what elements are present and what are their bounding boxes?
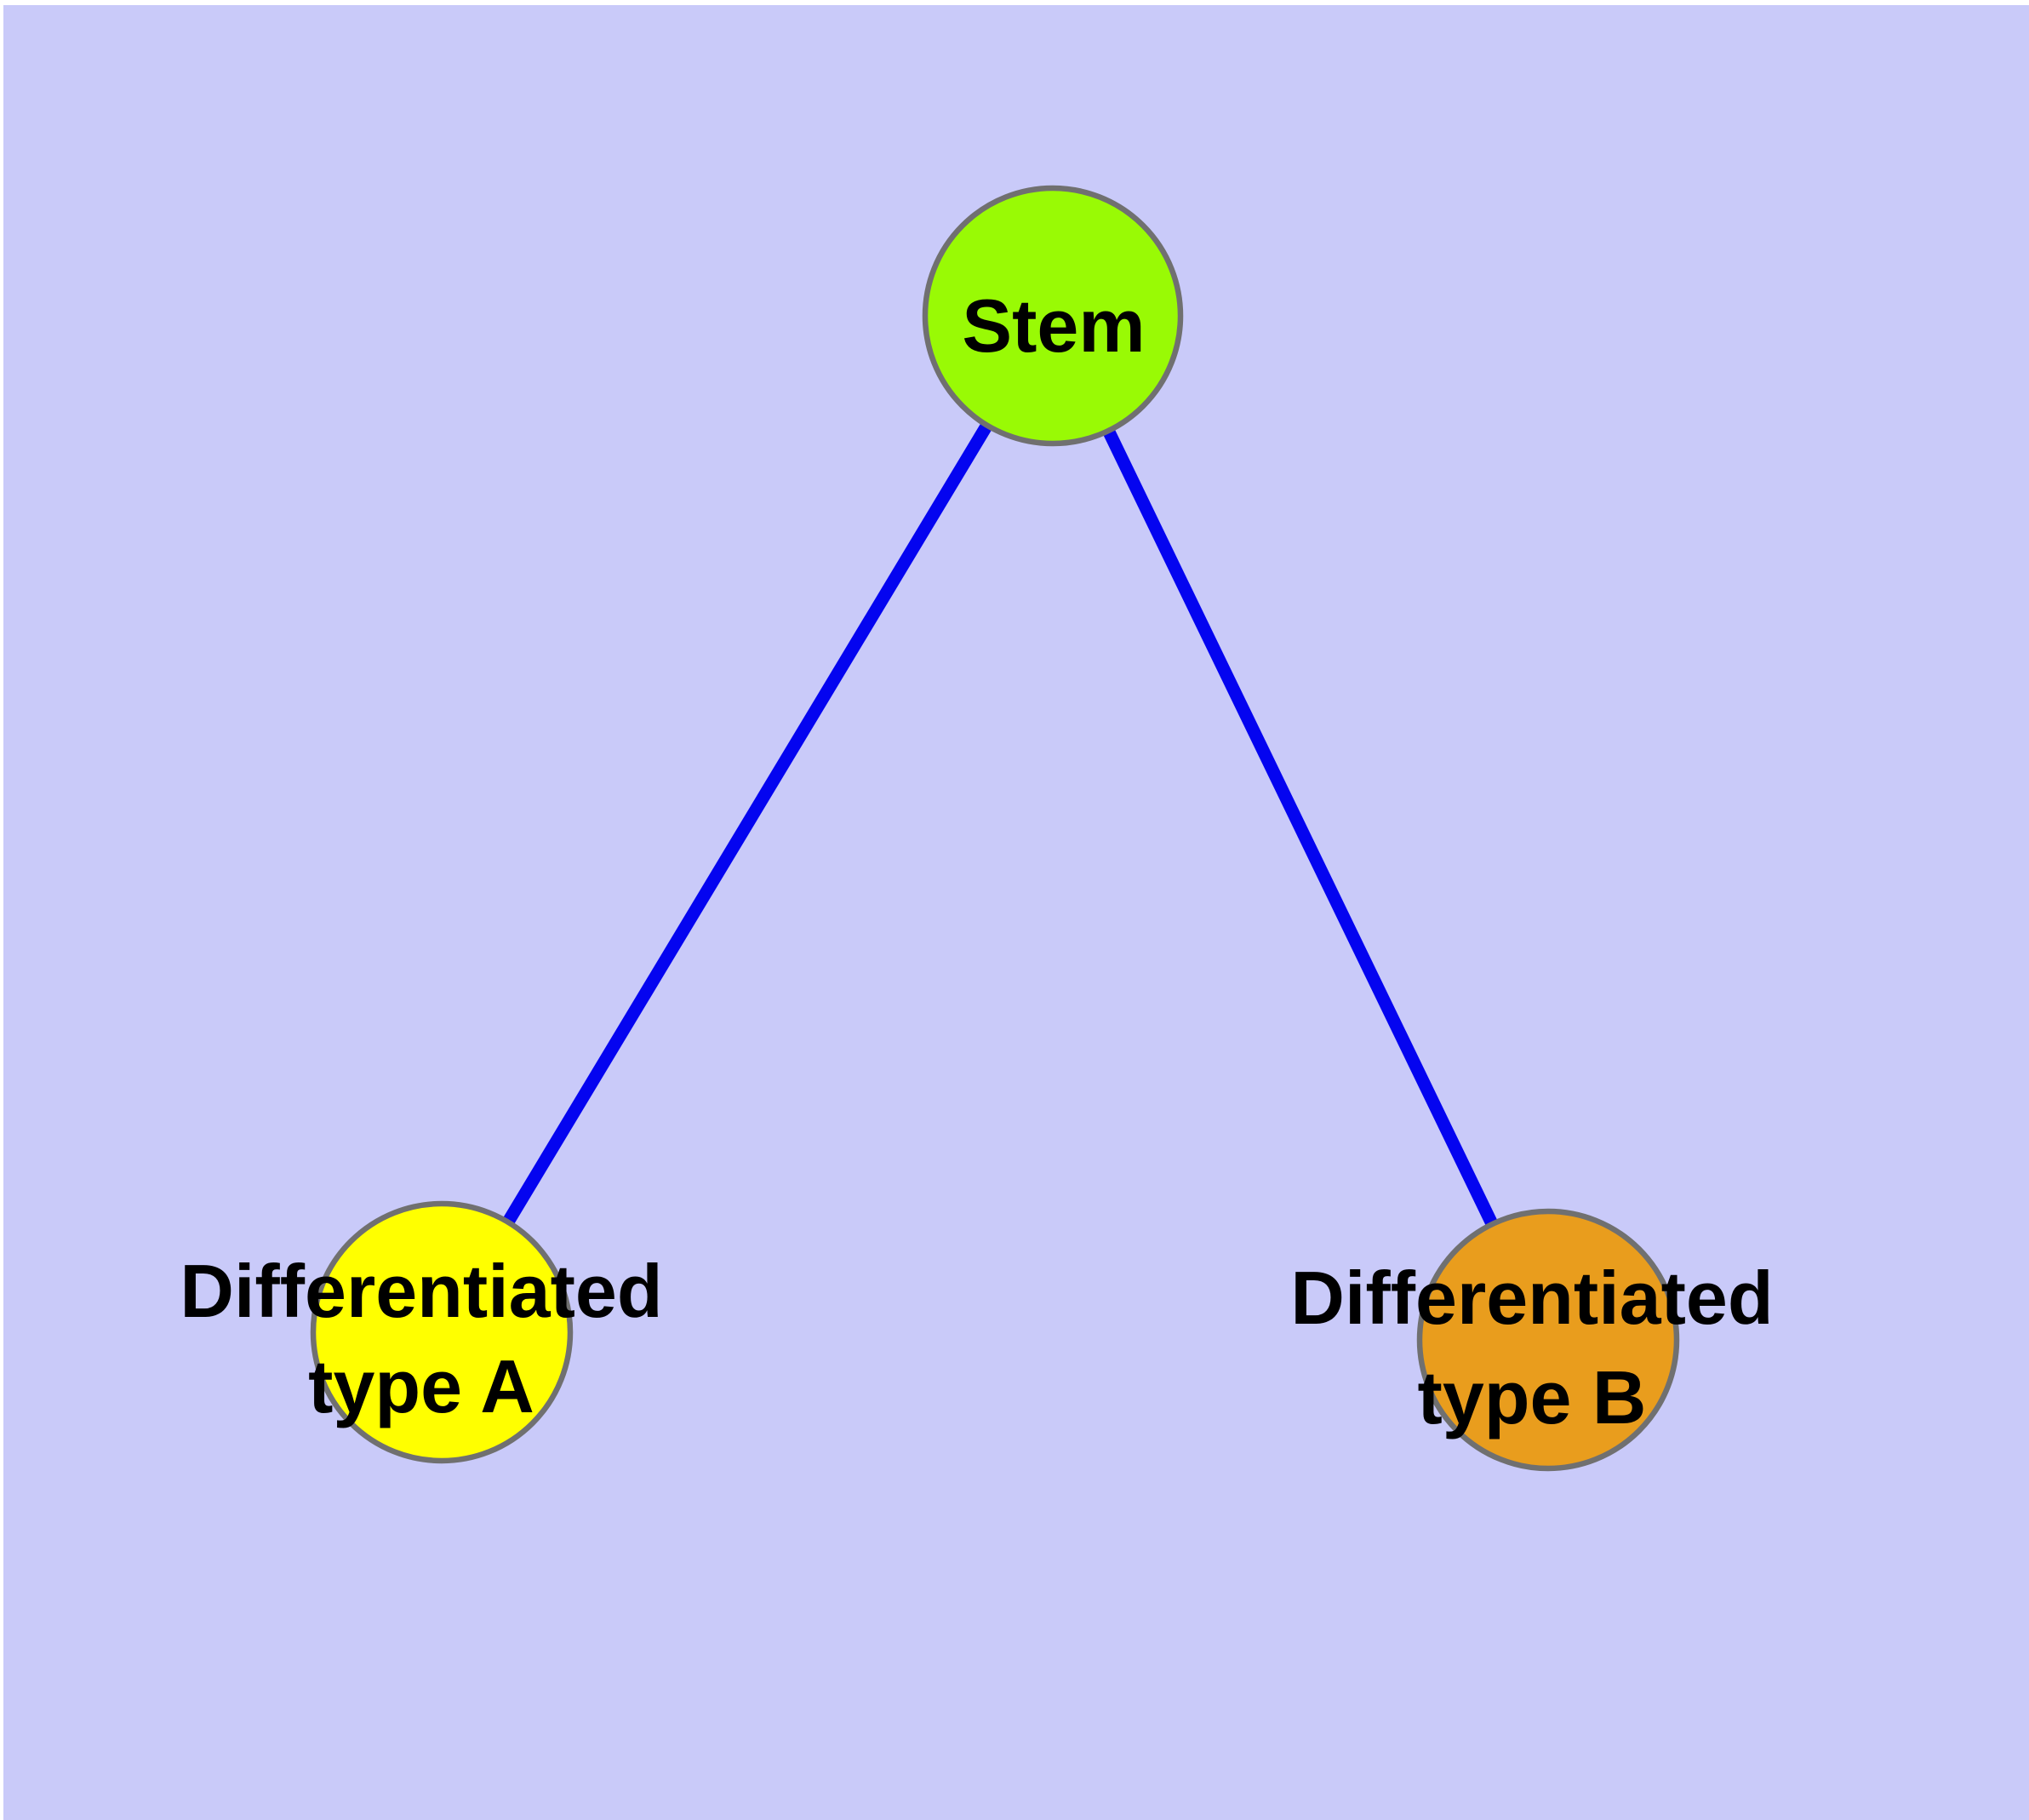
node-label-stem-line1: Stem <box>962 283 1145 368</box>
node-label-differentiated-type-b-line1: Differentiated <box>1290 1256 1773 1340</box>
edge-stem-to-differentiated-type-b <box>1047 312 1554 1343</box>
node-label-differentiated-type-b-line2: type B <box>1418 1355 1647 1439</box>
node-differentiated-type-b <box>1416 1208 1680 1472</box>
edge-stem-to-differentiated-type-a <box>436 312 1059 1336</box>
nodes-layer <box>310 185 1680 1472</box>
edges-layer <box>436 312 1554 1343</box>
node-label-differentiated-type-a-line2: type A <box>308 1344 534 1428</box>
node-stem <box>922 185 1184 447</box>
node-label-differentiated-type-a-line1: Differentiated <box>180 1249 662 1333</box>
node-differentiated-type-a <box>310 1200 574 1464</box>
